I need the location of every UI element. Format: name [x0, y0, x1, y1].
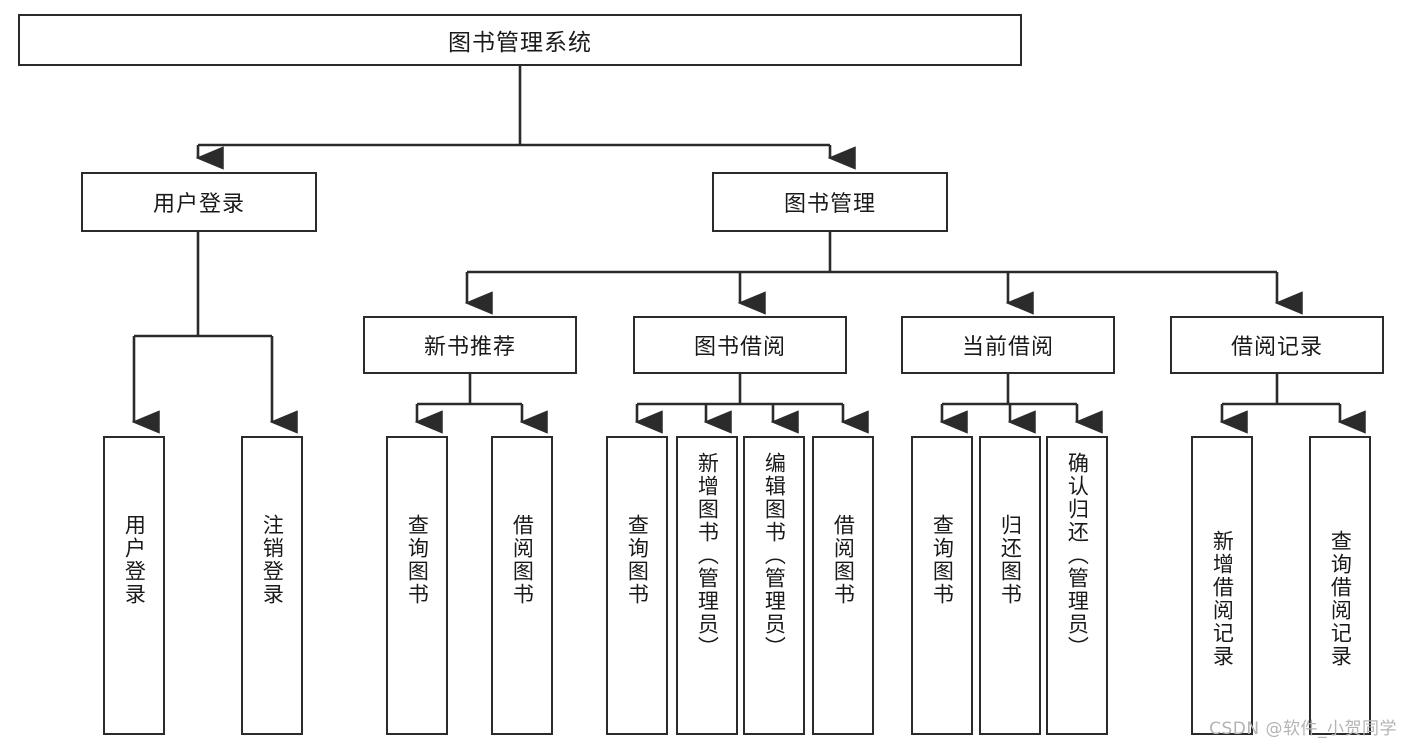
leaf-borrow-query-book[interactable]: 查询图书	[606, 436, 668, 735]
node-label: 当前借阅	[961, 335, 1054, 360]
leaf-label: 编辑图书（管理员）	[762, 452, 787, 659]
leaf-borrow-borrow-book[interactable]: 借阅图书	[812, 436, 874, 735]
node-label: 借阅记录	[1230, 335, 1323, 360]
leaf-borrow-edit-book-admin[interactable]: 编辑图书（管理员）	[743, 436, 805, 735]
leaf-user-login[interactable]: 用户登录	[103, 436, 165, 735]
node-borrow-record[interactable]: 借阅记录	[1170, 316, 1384, 374]
node-book-management[interactable]: 图书管理	[712, 172, 948, 232]
leaf-label: 查询图书	[405, 514, 430, 606]
node-user-login[interactable]: 用户登录	[81, 172, 317, 232]
leaf-label: 查询图书	[625, 514, 650, 606]
leaf-label: 归还图书	[998, 514, 1023, 606]
leaf-current-confirm-return-admin[interactable]: 确认归还（管理员）	[1046, 436, 1108, 735]
node-label: 图书借阅	[693, 335, 786, 360]
leaf-label: 注销登录	[260, 514, 285, 606]
node-label: 新书推荐	[423, 335, 516, 360]
node-new-book-recommend[interactable]: 新书推荐	[363, 316, 577, 374]
leaf-label: 新增图书（管理员）	[695, 452, 720, 659]
node-label: 图书管理	[783, 192, 876, 217]
node-current-borrow[interactable]: 当前借阅	[901, 316, 1115, 374]
node-root-book-management-system[interactable]: 图书管理系统	[18, 14, 1022, 66]
node-book-borrow[interactable]: 图书借阅	[633, 316, 847, 374]
leaf-record-add-borrow-record[interactable]: 新增借阅记录	[1191, 436, 1253, 735]
leaf-newbook-borrow-book[interactable]: 借阅图书	[491, 436, 553, 735]
node-label: 用户登录	[152, 192, 245, 217]
leaf-borrow-add-book-admin[interactable]: 新增图书（管理员）	[676, 436, 738, 735]
leaf-current-return-book[interactable]: 归还图书	[979, 436, 1041, 735]
leaf-label: 用户登录	[122, 514, 147, 606]
watermark: CSDN @软件_小贺同学	[1209, 719, 1397, 739]
leaf-label: 查询借阅记录	[1328, 530, 1353, 668]
leaf-label: 借阅图书	[510, 514, 535, 606]
leaf-record-query-borrow-record[interactable]: 查询借阅记录	[1309, 436, 1371, 735]
leaf-label: 借阅图书	[831, 514, 856, 606]
leaf-label: 确认归还（管理员）	[1065, 452, 1090, 659]
leaf-label: 新增借阅记录	[1210, 530, 1235, 668]
leaf-newbook-query-book[interactable]: 查询图书	[386, 436, 448, 735]
leaf-current-query-book[interactable]: 查询图书	[911, 436, 973, 735]
leaf-label: 查询图书	[930, 514, 955, 606]
node-label: 图书管理系统	[448, 30, 592, 56]
leaf-logout-login[interactable]: 注销登录	[241, 436, 303, 735]
